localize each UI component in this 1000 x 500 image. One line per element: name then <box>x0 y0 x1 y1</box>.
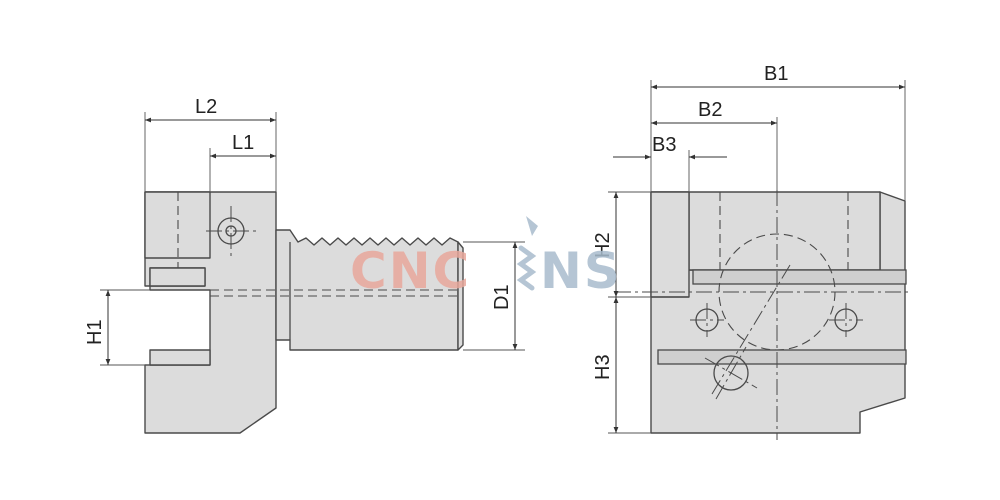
side-view-lower-step <box>149 349 211 366</box>
watermark: CNC NS <box>350 216 622 300</box>
dim-label-h3: H3 <box>592 354 614 380</box>
front-view-left-hole <box>690 303 724 337</box>
dim-label-l2: L2 <box>195 96 217 118</box>
dim-label-h2: H2 <box>592 232 614 258</box>
dim-label-b2: B2 <box>698 99 722 121</box>
watermark-text-left: CNC <box>350 242 471 300</box>
front-view-left-jaw <box>650 191 690 298</box>
front-view-angled-screw <box>704 346 758 400</box>
dim-label-l1: L1 <box>232 132 254 154</box>
side-view-screw <box>206 206 258 256</box>
dim-label-b1: B1 <box>764 63 788 85</box>
front-view-upper-block <box>688 191 881 271</box>
dim-label-d1: D1 <box>491 284 513 310</box>
front-view-lower-slot <box>657 349 907 365</box>
front-view-dimensions: B1 B2 B3 H2 H3 <box>592 63 906 434</box>
dim-label-h1: H1 <box>84 319 106 345</box>
front-view-upper-slot <box>692 269 907 285</box>
watermark-text-right: NS <box>540 242 622 300</box>
watermark-drill-icon <box>516 216 538 291</box>
dim-label-b3: B3 <box>652 134 676 156</box>
front-view <box>615 190 912 440</box>
front-view-right-hole <box>829 303 863 337</box>
side-view <box>144 191 464 434</box>
side-view-dimensions: L2 L1 H1 D1 <box>84 96 525 366</box>
side-view-clamp-block <box>149 267 206 287</box>
side-view-shank-end <box>457 241 464 351</box>
